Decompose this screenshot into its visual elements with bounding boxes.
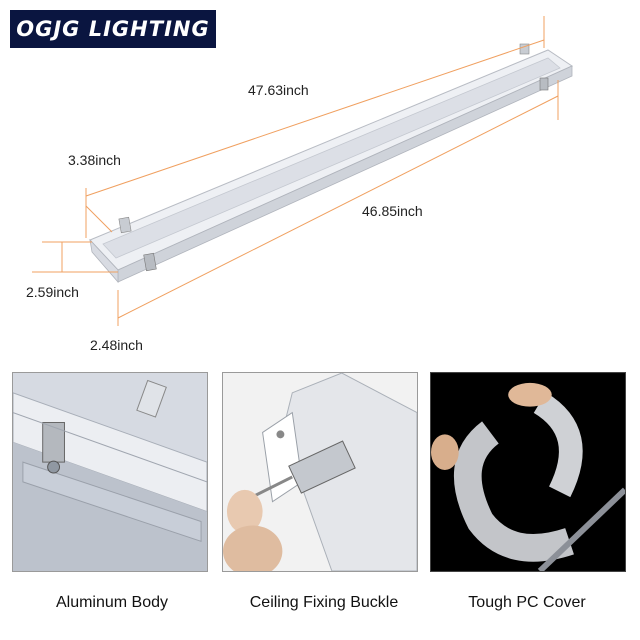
feature-caption-aluminum-body: Aluminum Body bbox=[55, 594, 169, 611]
aluminum-body-photo bbox=[12, 372, 208, 572]
dimension-width-top: 3.38inch bbox=[68, 152, 121, 168]
product-dimension-diagram bbox=[32, 16, 574, 326]
feature-caption-tough-pc-cover: Tough PC Cover bbox=[468, 594, 586, 611]
dimension-lines bbox=[32, 16, 559, 326]
dimension-length-inner: 46.85inch bbox=[362, 203, 423, 219]
brand-logo: OGJG LIGHTING bbox=[10, 10, 216, 48]
brand-name: OGJG LIGHTING bbox=[16, 17, 210, 41]
ceiling-fixing-buckle-photo bbox=[222, 372, 418, 572]
dimension-height: 2.59inch bbox=[26, 284, 79, 300]
feature-caption-ceiling-fixing-buckle: Ceiling Fixing Buckle bbox=[249, 594, 399, 611]
linear-light-fixture bbox=[89, 43, 574, 284]
dimension-width-bottom: 2.48inch bbox=[90, 337, 143, 353]
dimension-length-outer: 47.63inch bbox=[248, 82, 309, 98]
tough-pc-cover-photo bbox=[430, 372, 626, 572]
